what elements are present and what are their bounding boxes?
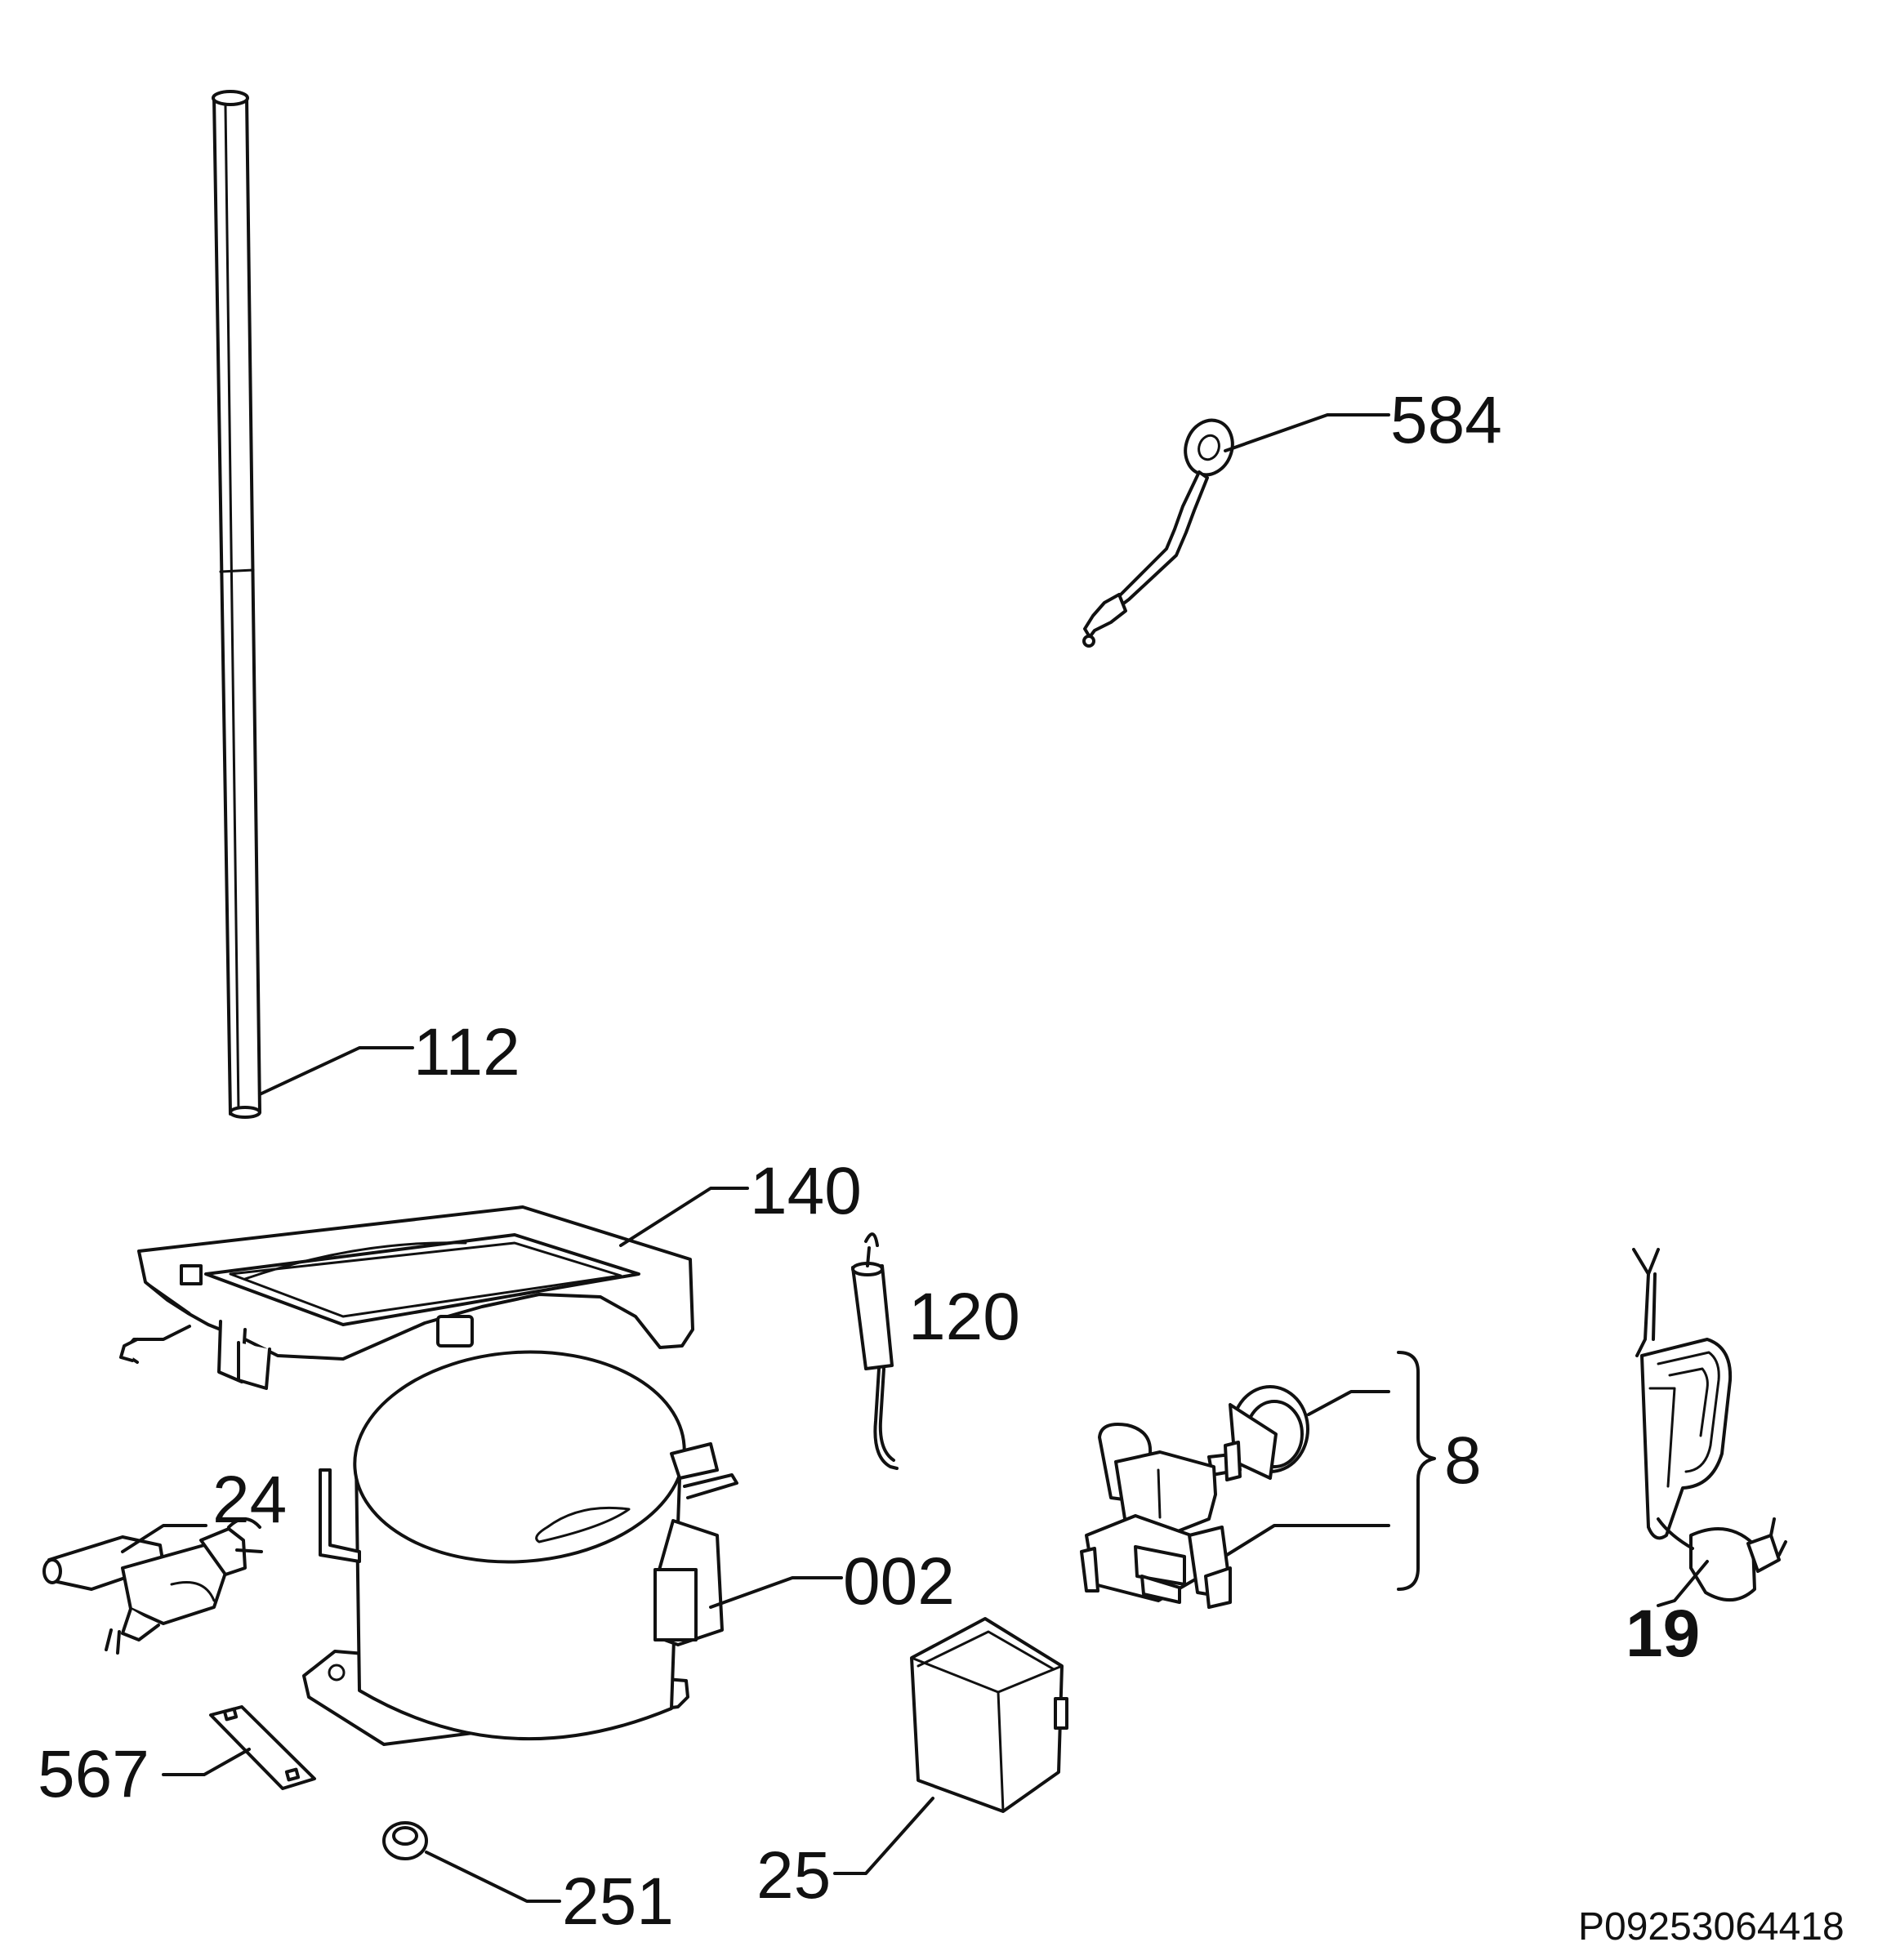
part-584-sensor-probe <box>1082 418 1234 648</box>
callout-25: 25 <box>756 1838 832 1913</box>
part-251-grommet <box>382 1821 428 1860</box>
leader-584 <box>1224 413 1390 452</box>
leader-8-upper <box>1307 1390 1390 1416</box>
leader-251 <box>425 1851 561 1903</box>
part-24-relay <box>42 1517 263 1655</box>
leader-8-lower <box>1225 1524 1390 1557</box>
leader-567 <box>162 1748 251 1776</box>
part-567-bracket-strip <box>209 1705 316 1790</box>
callout-19: 19 <box>1626 1597 1701 1671</box>
callout-112: 112 <box>413 1015 520 1089</box>
callout-002: 002 <box>843 1544 955 1619</box>
document-reference-code: P09253064418 <box>1578 1905 1844 1949</box>
part-19-power-cord <box>1632 1248 1787 1602</box>
part-8-protector-relay <box>1080 1385 1309 1609</box>
callout-8: 8 <box>1444 1423 1482 1498</box>
leader-140 <box>619 1187 749 1247</box>
callout-140: 140 <box>750 1154 862 1228</box>
part-112-tube <box>212 90 261 1119</box>
brace-8 <box>1397 1351 1436 1591</box>
callout-120: 120 <box>908 1280 1020 1354</box>
leader-25 <box>833 1797 934 1875</box>
leader-002 <box>709 1576 843 1609</box>
leader-112 <box>258 1046 414 1096</box>
part-002-compressor <box>302 1350 738 1746</box>
callout-251: 251 <box>562 1864 674 1939</box>
callout-24: 24 <box>212 1463 288 1537</box>
callout-567: 567 <box>38 1737 149 1811</box>
part-25-capacitor <box>910 1617 1068 1813</box>
leader-19 <box>1657 1560 1709 1607</box>
leader-24 <box>121 1524 207 1553</box>
callout-584: 584 <box>1390 383 1502 457</box>
part-120-capillary-filter <box>851 1232 899 1470</box>
part-140-base-frame <box>119 1205 694 1390</box>
